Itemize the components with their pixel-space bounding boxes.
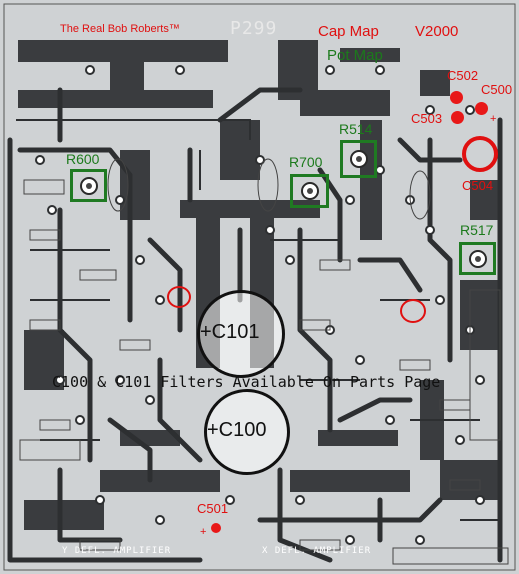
pot-r700[interactable] [290, 174, 329, 208]
filter-cap-c100[interactable] [204, 389, 290, 475]
cap-c500-polarity-icon: + [490, 113, 497, 125]
cap-label-c500: C500 [481, 82, 513, 97]
cap-map-title: Cap Map [318, 23, 379, 40]
pot-r517-icon [468, 249, 487, 268]
pot-map-title: Pot Map [327, 47, 383, 64]
filter-label-c101: +C101 [200, 321, 260, 343]
cap-c503[interactable] [451, 111, 464, 124]
author-credit: The Real Bob Roberts™ [60, 23, 180, 35]
pot-label-r700: R700 [289, 154, 323, 170]
cap-label-c501: C501 [197, 501, 229, 516]
pot-label-r514: R514 [339, 121, 373, 137]
cap-c500[interactable] [475, 102, 488, 115]
cap-unlabeled-right[interactable] [400, 299, 426, 323]
cap-label-c504: C504 [462, 178, 494, 193]
filters-notice[interactable]: C100 & C101 Filters Available On Parts P… [52, 373, 441, 391]
cap-unlabeled-left[interactable] [167, 286, 191, 308]
pot-label-r600: R600 [66, 151, 100, 167]
cap-c502[interactable] [450, 91, 463, 104]
cap-c504[interactable] [462, 136, 498, 172]
pot-r514-icon [349, 150, 368, 168]
cap-label-c503: C503 [411, 111, 443, 126]
pot-r514[interactable] [340, 140, 377, 178]
version-label: V2000 [415, 23, 459, 40]
pot-label-r517: R517 [460, 222, 494, 238]
filter-label-c100: +C100 [207, 419, 267, 441]
pot-r517[interactable] [459, 242, 496, 275]
pot-r600[interactable] [70, 169, 107, 202]
x-defl-amplifier-label: X DEFL. AMPLIFIER [262, 546, 372, 556]
filter-cap-c101[interactable] [197, 290, 285, 378]
pot-r600-icon [79, 176, 98, 195]
cap-label-c502: C502 [447, 68, 479, 83]
cap-c501-polarity-icon: + [200, 526, 207, 538]
cap-c501[interactable] [211, 523, 221, 533]
pot-r700-icon [300, 182, 319, 200]
board-id: P299 [230, 18, 278, 39]
y-defl-amplifier-label: Y DEFL. AMPLIFIER [62, 546, 172, 556]
